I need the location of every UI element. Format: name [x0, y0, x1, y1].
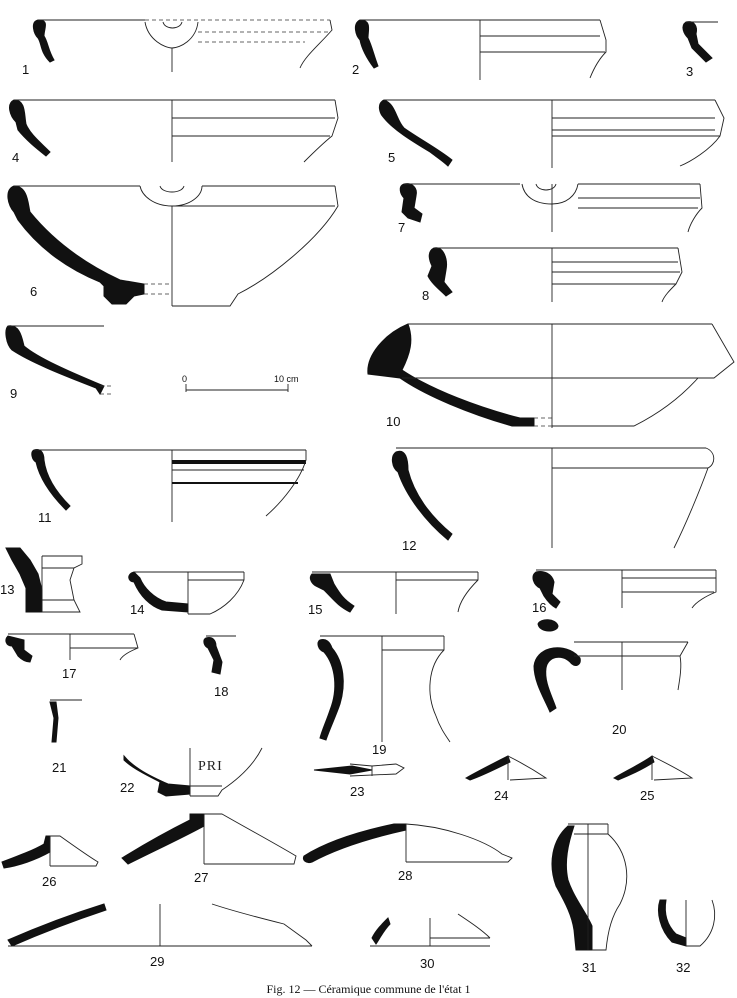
- vessel-label-1: 1: [22, 62, 29, 77]
- vessel-label-29: 29: [150, 954, 164, 969]
- vessel-22: PRI 22: [120, 747, 263, 797]
- vessel-10: 10: [367, 323, 735, 429]
- vessel-19: 19: [317, 635, 451, 757]
- vessel-label-6: 6: [30, 284, 37, 299]
- vessel-label-14: 14: [130, 602, 144, 617]
- vessel-26: 26: [1, 835, 99, 889]
- vessel-label-25: 25: [640, 788, 654, 803]
- vessel-4: 4: [9, 99, 339, 165]
- vessel-label-19: 19: [372, 742, 386, 757]
- vessel-29: 29: [7, 903, 313, 969]
- vessel-14: 14: [128, 571, 245, 617]
- vessel-label-18: 18: [214, 684, 228, 699]
- vessel-18: 18: [203, 635, 236, 699]
- vessel-8: 8: [422, 247, 683, 303]
- vessel-13: 13: [0, 547, 83, 613]
- vessel-label-15: 15: [308, 602, 322, 617]
- vessel-32: 32: [658, 899, 716, 975]
- vessel-label-3: 3: [686, 64, 693, 79]
- vessel-20: 20: [533, 619, 689, 737]
- vessel-label-8: 8: [422, 288, 429, 303]
- inscription-pri: PRI: [198, 759, 223, 774]
- vessel-23: 23: [313, 763, 405, 799]
- vessel-label-7: 7: [398, 220, 405, 235]
- vessel-label-2: 2: [352, 62, 359, 77]
- vessel-label-30: 30: [420, 956, 434, 971]
- vessel-31: 31: [551, 823, 628, 975]
- vessel-11: 11: [31, 449, 307, 525]
- vessel-3: 3: [682, 21, 718, 79]
- vessel-label-4: 4: [12, 150, 19, 165]
- vessel-27: 27: [121, 813, 297, 885]
- vessel-28: 28: [303, 823, 513, 883]
- vessel-label-32: 32: [676, 960, 690, 975]
- vessel-12: 12: [391, 447, 715, 553]
- vessel-label-24: 24: [494, 788, 508, 803]
- vessel-2: 2: [352, 19, 607, 80]
- vessel-1: 1: [22, 19, 333, 77]
- vessel-15: 15: [308, 571, 479, 617]
- vessel-6: 6: [7, 185, 339, 307]
- vessel-label-28: 28: [398, 868, 412, 883]
- vessel-label-21: 21: [52, 760, 66, 775]
- vessel-label-9: 9: [10, 386, 17, 401]
- vessel-7: 7: [398, 183, 703, 235]
- scale-bar: 0 10 cm: [182, 374, 299, 392]
- vessel-label-13: 13: [0, 582, 14, 597]
- vessel-5: 5: [378, 99, 725, 168]
- vessel-30: 30: [370, 913, 491, 971]
- vessel-label-17: 17: [62, 666, 76, 681]
- vessel-label-12: 12: [402, 538, 416, 553]
- vessel-16: 16: [532, 569, 717, 615]
- vessel-17: 17: [5, 633, 139, 681]
- scale-zero: 0: [182, 374, 187, 384]
- vessel-24: 24: [464, 755, 548, 803]
- vessel-label-22: 22: [120, 780, 134, 795]
- vessel-label-23: 23: [350, 784, 364, 799]
- vessel-label-20: 20: [612, 722, 626, 737]
- figure-caption: Fig. 12 — Céramique commune de l'état 1: [266, 982, 471, 996]
- vessel-label-11: 11: [38, 510, 52, 525]
- vessel-label-5: 5: [388, 150, 395, 165]
- vessel-label-10: 10: [386, 414, 400, 429]
- vessel-label-16: 16: [532, 600, 546, 615]
- vessel-21: 21: [49, 699, 82, 775]
- vessel-label-26: 26: [42, 874, 56, 889]
- vessel-25: 25: [612, 755, 694, 803]
- scale-end: 10 cm: [274, 374, 299, 384]
- vessel-label-31: 31: [582, 960, 596, 975]
- vessel-label-27: 27: [194, 870, 208, 885]
- vessel-9: 9: [5, 325, 112, 401]
